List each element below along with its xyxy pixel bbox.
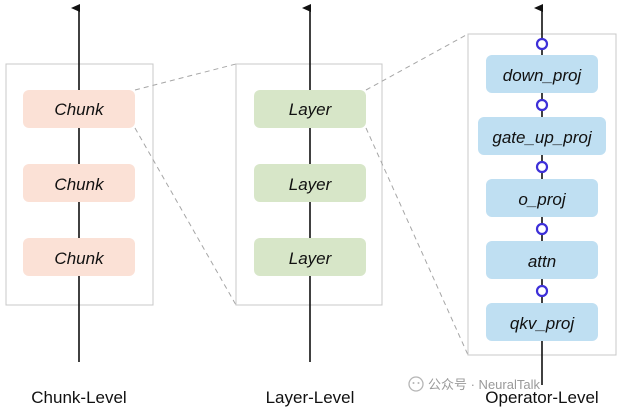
operator-boundary-marker	[535, 160, 549, 174]
watermark: 公众号 · NeuralTalk	[408, 376, 540, 392]
operator-boundary-marker	[535, 222, 549, 236]
operator-box: down_proj	[486, 55, 598, 93]
layer-box: Layer	[254, 164, 366, 202]
operator-boundary-marker	[535, 37, 549, 51]
operator-boundary-marker	[535, 284, 549, 298]
zoom-connector-bottom	[365, 127, 469, 356]
zoom-connector-top	[134, 63, 237, 91]
operator-box-label: down_proj	[503, 66, 583, 85]
layer-level-frame	[235, 63, 383, 306]
operator-box-label: o_proj	[518, 190, 566, 209]
layer-box-label: Layer	[289, 100, 333, 119]
zoom-connector-bottom	[134, 127, 237, 306]
chunk-level-label: Chunk-Level	[31, 388, 126, 407]
layer-level-label: Layer-Level	[266, 388, 355, 407]
wechat-icon-dot	[417, 382, 420, 384]
chunk-box: Chunk	[23, 90, 135, 128]
operator-box: qkv_proj	[486, 303, 598, 341]
operator-level-label: Operator-Level	[485, 388, 598, 407]
chunk-box: Chunk	[23, 164, 135, 202]
chunk-box: Chunk	[23, 238, 135, 276]
chunk-box-label: Chunk	[54, 249, 105, 268]
zoom-connector-top	[365, 33, 469, 91]
chunk-box-label: Chunk	[54, 100, 105, 119]
chunk-box-label: Chunk	[54, 175, 105, 194]
layer-box-label: Layer	[289, 249, 333, 268]
operator-box-label: gate_up_proj	[492, 128, 592, 147]
operator-box: attn	[486, 241, 598, 279]
operator-box: gate_up_proj	[478, 117, 606, 155]
watermark-text: 公众号 · NeuralTalk	[428, 377, 540, 392]
operator-box: o_proj	[486, 179, 598, 217]
wechat-icon	[408, 376, 424, 392]
operator-box-label: qkv_proj	[510, 314, 575, 333]
operator-boundary-marker	[535, 98, 549, 112]
wechat-icon-dot	[412, 382, 415, 384]
layer-box-label: Layer	[289, 175, 333, 194]
operator-box-label: attn	[528, 252, 556, 271]
layer-box: Layer	[254, 238, 366, 276]
layer-box: Layer	[254, 90, 366, 128]
